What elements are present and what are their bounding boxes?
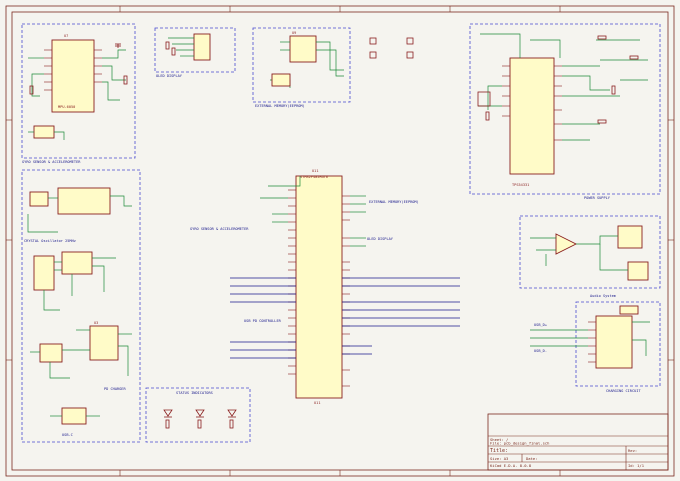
frame-ticks [6,6,674,476]
charger-ic [39,343,63,363]
block-imu-label: GYRO SENSOR & ACCELEROMETER [22,160,81,164]
block-osc-label: CRYSTAL Oscillator 25MHz [24,239,76,243]
usbc-regulator [61,407,87,425]
u7-ref: U7 [64,34,68,38]
crystal [29,191,49,207]
oled-wires [168,37,194,57]
power-ic-pins [502,65,562,141]
charge-connector [595,315,633,369]
block-audio [519,215,661,289]
block-eeprom-label: EXTERNAL MEMORY(EEPROM) [255,104,305,108]
block-status [145,387,251,443]
speaker [627,261,649,281]
pd-ic [61,251,93,275]
tb-id: Id: 1/1 [628,463,645,468]
block-status-label: STATUS INDICATORS [176,391,213,395]
imu-regulator [33,125,55,139]
status-leds [163,409,237,429]
block-charge-label: CHARGING CIRCUIT [606,389,641,393]
power-ic-value: TPS54331 [512,183,529,187]
pd-charger-wires [30,329,132,379]
u7-pins [44,49,102,91]
power-passives [477,35,639,124]
tb-rev: Rev: [628,448,637,453]
mcu-net-imu: GYRO SENSOR & ACCELEROMETER [190,227,249,231]
power-wires [478,33,648,141]
block-imu [21,23,136,159]
block-oled-label: OLED DISPLAY [156,74,183,78]
mcu-value: STM32F405RGT6 [300,175,328,179]
mcu-net-oled: OLED DISPLAY [367,237,394,241]
tb-file: File: pcb_design_final.sch [490,441,549,446]
mcu-footer-ref: U11 [314,401,321,405]
osc-ic [57,187,111,215]
imu-wires [28,49,126,101]
block-charge [575,301,661,387]
charge-connector-pins [588,321,596,363]
charge-regulator [619,305,639,315]
block-oled [154,27,236,73]
charge-wires [530,321,650,356]
mcu-net-eeprom: EXTERNAL MEMORY(EEPROM) [369,200,419,204]
mcu-net-usb: USB PD CONTROLLER [244,319,282,323]
block-audio-label: Audio System [590,294,616,298]
title-block [487,413,669,471]
usbc-wires [43,257,116,311]
tb-date: Date: [526,456,537,461]
ic-u3 [89,325,119,361]
ic-u11-mcu [295,175,343,399]
block-eeprom [252,27,351,103]
mcu-right-pins [342,195,350,387]
u3-ref: U3 [94,321,98,325]
eeprom-regulator [271,73,291,87]
mcu-ref: U11 [312,169,319,173]
audio-wires [530,235,628,271]
ic-u9 [289,35,317,63]
tb-size: Size: A3 [490,456,508,461]
block-pd-label: PD CHARGER [104,387,126,391]
imu-reg-wires [28,131,65,140]
u9-ref: U9 [292,31,296,35]
oled-passives [165,41,176,56]
mcu-bus-lines [230,277,460,359]
imu-passives [29,43,128,95]
tb-sheet: Sheet: / [490,437,508,442]
ic-u7 [51,39,95,113]
mcu-signal-wires [260,176,366,247]
u7-value: MPU-6050 [58,105,75,109]
mounting-connectors [369,37,414,59]
oled-connector [193,33,211,61]
tb-tool: KiCad E.D.A. 8.0.8 [490,463,532,468]
block-power [469,23,661,195]
charge-net-b: USB_D- [534,349,547,353]
ic-power-controller [509,57,555,175]
usbc-connector [33,255,55,291]
block-usbc-label: USB-C [62,433,73,437]
osc-wires [27,195,132,233]
tb-title: Title: [490,448,508,454]
audio-jack [617,225,643,249]
mcu-left-pins [288,189,296,375]
audio-amplifier [555,233,578,255]
charge-net-a: USB_D+ [534,323,548,327]
block-power-label: POWER SUPPLY [584,196,611,200]
